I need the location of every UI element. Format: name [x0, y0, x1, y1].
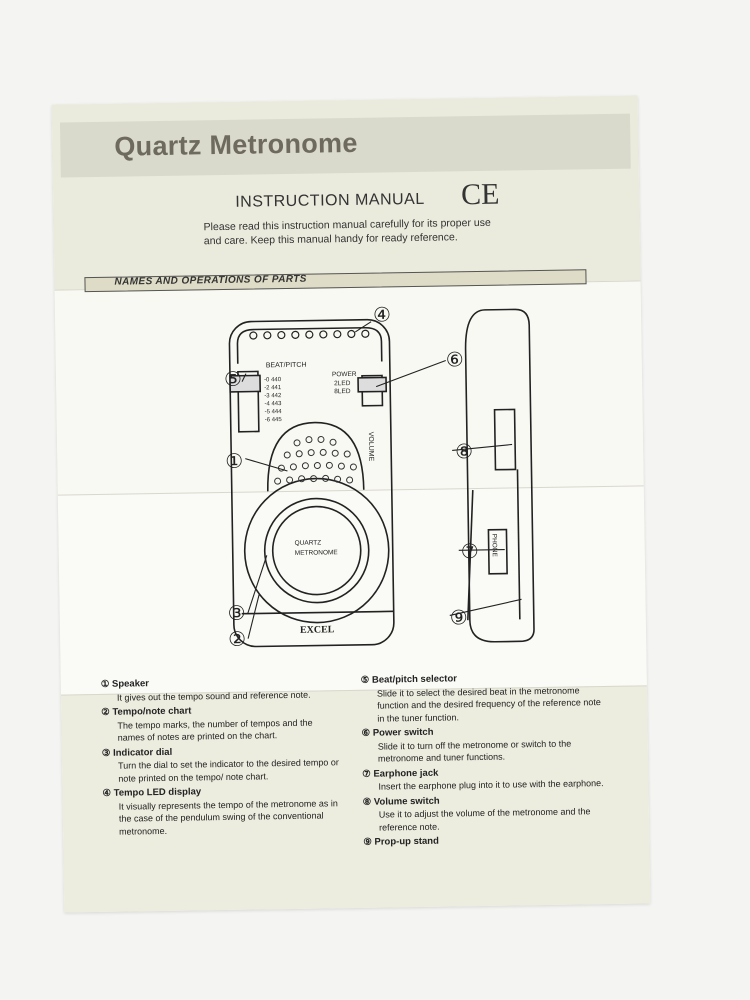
callout-8: ⑧ [455, 439, 473, 463]
power-slider [357, 376, 388, 393]
part-earphone-jack: ⑦ Earphone jack Insert the earphone plug… [362, 767, 604, 792]
power-option-2led: 2LED [334, 380, 351, 387]
callout-3: ③ [228, 601, 246, 625]
led-dots [249, 329, 370, 340]
callout-6: ⑥ [446, 347, 464, 371]
instruction-sheet: Quartz Metronome INSTRUCTION MANUAL CE P… [51, 95, 651, 913]
callout-lines [241, 321, 522, 639]
beat-pitch-label: BEAT/PITCH [266, 362, 307, 370]
dial-label-metronome: METRONOME [295, 549, 339, 557]
prop-up-stand [467, 490, 474, 621]
manual-subtitle: INSTRUCTION MANUAL [235, 190, 425, 211]
speaker-holes [274, 435, 357, 485]
dial-window [271, 505, 362, 596]
part-tempo-note-chart: ② Tempo/note chart The tempo marks, the … [101, 705, 313, 743]
pitch-row: -0 440 [264, 377, 282, 383]
part-tempo-led-display: ④ Tempo LED display It visually represen… [102, 786, 338, 837]
pitch-row: -6 445 [265, 417, 283, 423]
tempo-chart-ring [243, 477, 390, 624]
metronome-front-body [228, 318, 395, 648]
intro-text: Please read this instruction manual care… [203, 216, 491, 248]
part-speaker: ① Speaker It gives out the tempo sound a… [100, 678, 311, 703]
pitch-row: -5 444 [265, 409, 283, 415]
part-power-switch: ⑥ Power switch Slide it to turn off the … [361, 726, 572, 764]
phone-jack-panel [487, 528, 508, 575]
page-title: Quartz Metronome [114, 127, 358, 162]
dial-label-quartz: QUARTZ [295, 539, 322, 546]
parts-list-right: ⑤ Beat/pitch selector Slide it to select… [361, 671, 609, 852]
callout-4: ④ [373, 302, 391, 326]
volume-label: VOLUME [367, 432, 374, 462]
parts-list-left: ① Speaker It gives out the tempo sound a… [101, 675, 344, 841]
pitch-row: -4 443 [264, 401, 282, 407]
part-prop-up-stand: ⑨ Prop-up stand [363, 835, 439, 848]
metronome-side-body [464, 308, 535, 643]
beat-pitch-slot [237, 370, 260, 433]
power-label: POWER [332, 371, 357, 378]
speaker-grille [266, 421, 365, 492]
part-volume-switch: ⑧ Volume switch Use it to adjust the vol… [362, 795, 591, 833]
volume-wheel [493, 408, 517, 471]
ce-mark: CE [460, 177, 500, 212]
pitch-row: -2 441 [264, 385, 282, 391]
part-indicator-dial: ③ Indicator dial Turn the dial to set th… [101, 746, 339, 784]
led-arch [236, 326, 383, 364]
callout-9: ⑨ [450, 605, 468, 629]
brand-label: EXCEL [300, 624, 335, 636]
callout-2: ② [228, 627, 246, 651]
indicator-dial [263, 497, 370, 604]
part-beat-pitch-selector: ⑤ Beat/pitch selector Slide it to select… [360, 673, 601, 724]
callout-1: ① [225, 449, 243, 473]
pitch-row: -3 442 [264, 393, 282, 399]
callout-7: ⑦ [461, 539, 479, 563]
metronome-diagram: BEAT/PITCH POWER 2LED 8LED -0 440 -2 441… [224, 302, 535, 651]
phone-label: PHONE [490, 534, 497, 558]
callout-5: ⑤ [224, 367, 242, 391]
power-option-8led: 8LED [334, 388, 351, 395]
